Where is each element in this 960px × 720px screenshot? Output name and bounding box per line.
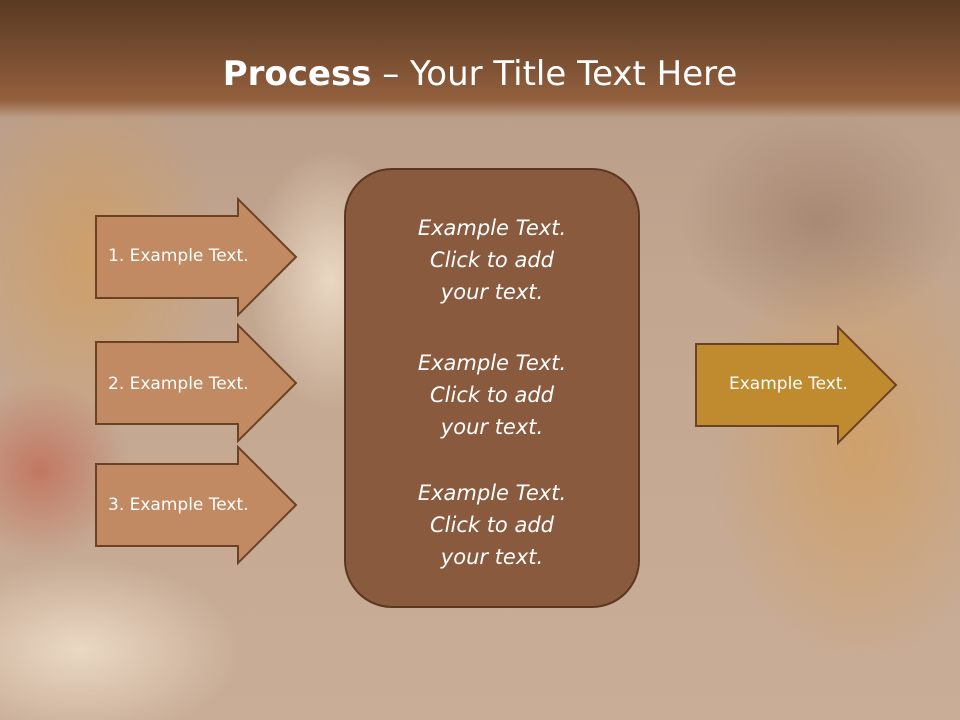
slide-title[interactable]: Process – Your Title Text Here [0, 52, 960, 96]
title-bar [0, 0, 960, 118]
left-arrow-2[interactable] [95, 322, 298, 444]
right-arrow-label: Example Text. [729, 374, 848, 394]
left-arrow-1-label: 1. Example Text. [108, 246, 249, 266]
center-text-box[interactable] [344, 168, 640, 608]
left-arrow-3[interactable] [95, 444, 298, 566]
left-arrow-1[interactable] [95, 196, 298, 318]
left-arrow-3-label: 3. Example Text. [108, 495, 249, 515]
center-text-item-2[interactable]: Example Text. Click to add your text. [417, 351, 567, 439]
center-text-item-3[interactable]: Example Text. Click to add your text. [417, 481, 567, 569]
title-bold: Process [222, 54, 372, 94]
right-arrow[interactable] [695, 324, 898, 446]
center-text-item-1[interactable]: Example Text. Click to add your text. [417, 216, 567, 304]
left-arrow-2-label: 2. Example Text. [108, 374, 249, 394]
title-rest: – Your Title Text Here [371, 54, 738, 94]
